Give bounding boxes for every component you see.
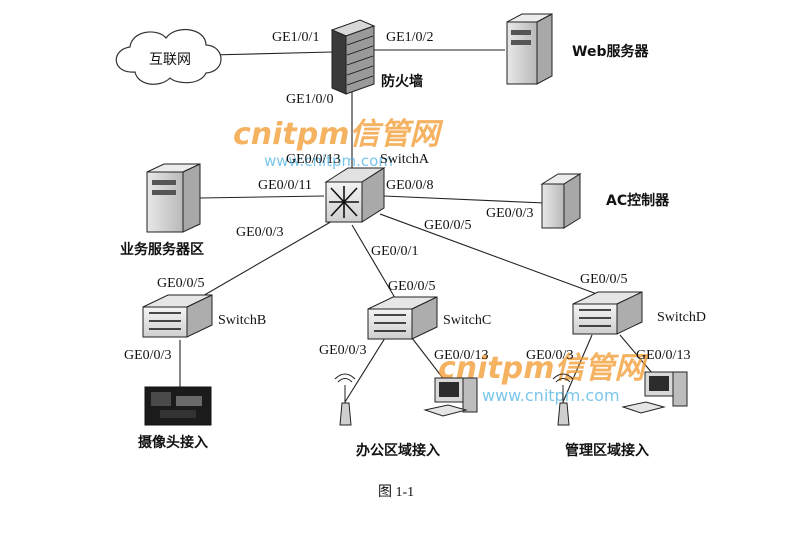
port-label: GE0/0/5 — [580, 272, 627, 287]
link-switchc-ap — [344, 337, 386, 403]
switch-a-label: SwitchA — [380, 152, 430, 167]
firewall: 防火墙 — [330, 19, 423, 95]
port-label: GE0/0/13 — [434, 348, 488, 363]
port-label: GE0/0/3 — [124, 348, 171, 363]
firewall-icon — [331, 29, 347, 95]
wireless-ap-icon — [334, 373, 356, 426]
figure-caption: 图 1-1 — [378, 485, 414, 500]
business-server: 业务服务器区 — [120, 163, 204, 258]
watermark-brand-1: cnitpm信管网 — [233, 117, 443, 152]
pc-icon — [423, 377, 478, 417]
switch-icon — [572, 303, 618, 335]
port-labels: GE1/0/1 GE1/0/2 GE1/0/0 GE0/0/13 GE0/0/1… — [124, 30, 690, 363]
link-switcha-business — [199, 195, 325, 199]
port-label: GE1/0/0 — [286, 92, 333, 107]
camera-access-label: 摄像头接入 — [138, 434, 208, 451]
camera-access: 摄像头接入 — [138, 386, 212, 451]
ac-controller-label: AC控制器 — [606, 192, 670, 209]
switch-c-label: SwitchC — [443, 313, 491, 328]
port-label: GE0/0/5 — [388, 279, 435, 294]
link-switcha-ac — [383, 195, 546, 204]
switch-icon — [142, 306, 188, 338]
port-label: GE0/0/11 — [258, 178, 312, 193]
port-label: GE0/0/3 — [486, 206, 533, 221]
watermark-url-1: www.cnitpm.com — [264, 152, 393, 170]
internet-label: 互联网 — [149, 52, 191, 68]
switch-c: SwitchC — [367, 296, 491, 340]
web-server-label: Web服务器 — [572, 43, 649, 60]
switch-b-label: SwitchB — [218, 313, 266, 328]
port-label: GE0/0/13 — [286, 152, 340, 167]
link-internet-firewall — [209, 51, 333, 56]
port-label: GE0/0/5 — [424, 218, 471, 233]
watermark-top: cnitpm信管网 www.cnitpm.com — [233, 117, 443, 170]
port-label: GE1/0/1 — [272, 30, 319, 45]
port-label: GE0/0/13 — [636, 348, 690, 363]
office-access: 办公区域接入 — [334, 373, 478, 459]
port-label: GE0/0/8 — [386, 178, 433, 193]
switch-d-label: SwitchD — [657, 310, 706, 325]
link-switchd-ap — [562, 334, 593, 403]
switch-d: SwitchD — [572, 291, 706, 335]
web-server: Web服务器 — [506, 13, 649, 85]
port-label: GE0/0/3 — [526, 348, 573, 363]
link-switcha-switchd — [379, 213, 606, 298]
controller-icon — [541, 183, 565, 229]
management-access-label: 管理区域接入 — [565, 442, 649, 459]
watermark-bottom: cnitpm信管网 www.cnitpm.com — [438, 351, 648, 405]
pc-icon — [621, 371, 688, 414]
port-label: GE0/0/5 — [157, 276, 204, 291]
management-access: 管理区域接入 — [552, 371, 688, 459]
business-server-label: 业务服务器区 — [120, 241, 204, 258]
firewall-label: 防火墙 — [381, 73, 423, 90]
port-label: GE0/0/1 — [371, 244, 418, 259]
switch-b: SwitchB — [142, 294, 266, 338]
port-label: GE0/0/3 — [236, 225, 283, 240]
wireless-ap-icon — [552, 373, 574, 426]
port-label: GE1/0/2 — [386, 30, 433, 45]
watermark-url-2: www.cnitpm.com — [482, 386, 620, 405]
office-access-label: 办公区域接入 — [356, 442, 440, 459]
cloud-icon — [115, 28, 222, 85]
ac-controller: AC控制器 — [540, 173, 670, 229]
internet-cloud: 互联网 — [115, 28, 222, 85]
link-switcha-switchc — [351, 224, 399, 304]
switch-icon — [367, 308, 413, 340]
port-label: GE0/0/3 — [319, 343, 366, 358]
switch-a: SwitchA — [324, 152, 430, 223]
